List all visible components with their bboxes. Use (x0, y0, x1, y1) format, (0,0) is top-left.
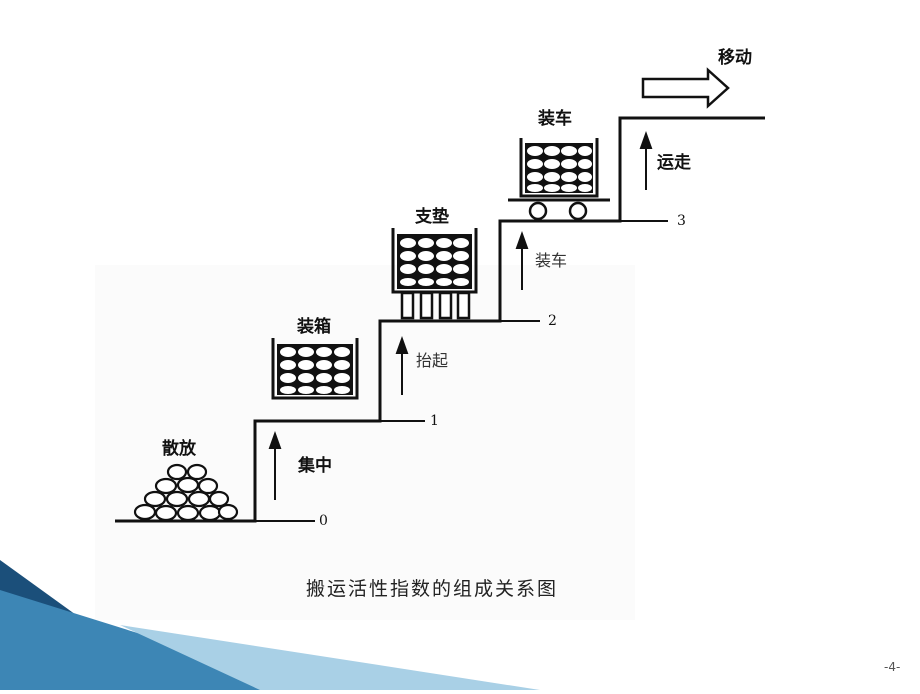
scan-background (95, 265, 635, 620)
index-3: 3 (677, 213, 686, 229)
figure-caption: 搬运活性指数的组成关系图 (306, 578, 559, 600)
slide-band-light (120, 625, 540, 690)
right-arrow-icon (641, 67, 730, 109)
up-arrow-icon (268, 431, 282, 500)
stage-label-boxed: 装箱 (297, 317, 331, 337)
up-arrow-icon (395, 336, 409, 395)
transition-label-lift: 抬起 (416, 351, 449, 370)
index-2: 2 (548, 313, 557, 329)
stage-label-loose: 散放 (162, 439, 196, 459)
loaded-cart (508, 138, 610, 221)
stage-label-supported: 支垫 (415, 207, 449, 227)
move-label: 移动 (718, 48, 752, 68)
page-number: -4- (884, 660, 901, 674)
slide-band-mid (0, 590, 420, 690)
stage-label-cart: 装车 (538, 109, 572, 129)
loose-heap (133, 463, 239, 522)
up-arrow-icon (515, 231, 529, 290)
transition-label-transport: 运走 (657, 153, 691, 173)
staircase-line (115, 116, 765, 523)
transition-label-gather: 集中 (298, 456, 332, 476)
index-1: 1 (430, 413, 439, 429)
box-on-supports (391, 228, 478, 320)
transition-label-load: 装车 (535, 251, 568, 270)
index-0: 0 (319, 513, 328, 529)
box-container (271, 338, 359, 400)
up-arrow-icon (639, 131, 653, 190)
